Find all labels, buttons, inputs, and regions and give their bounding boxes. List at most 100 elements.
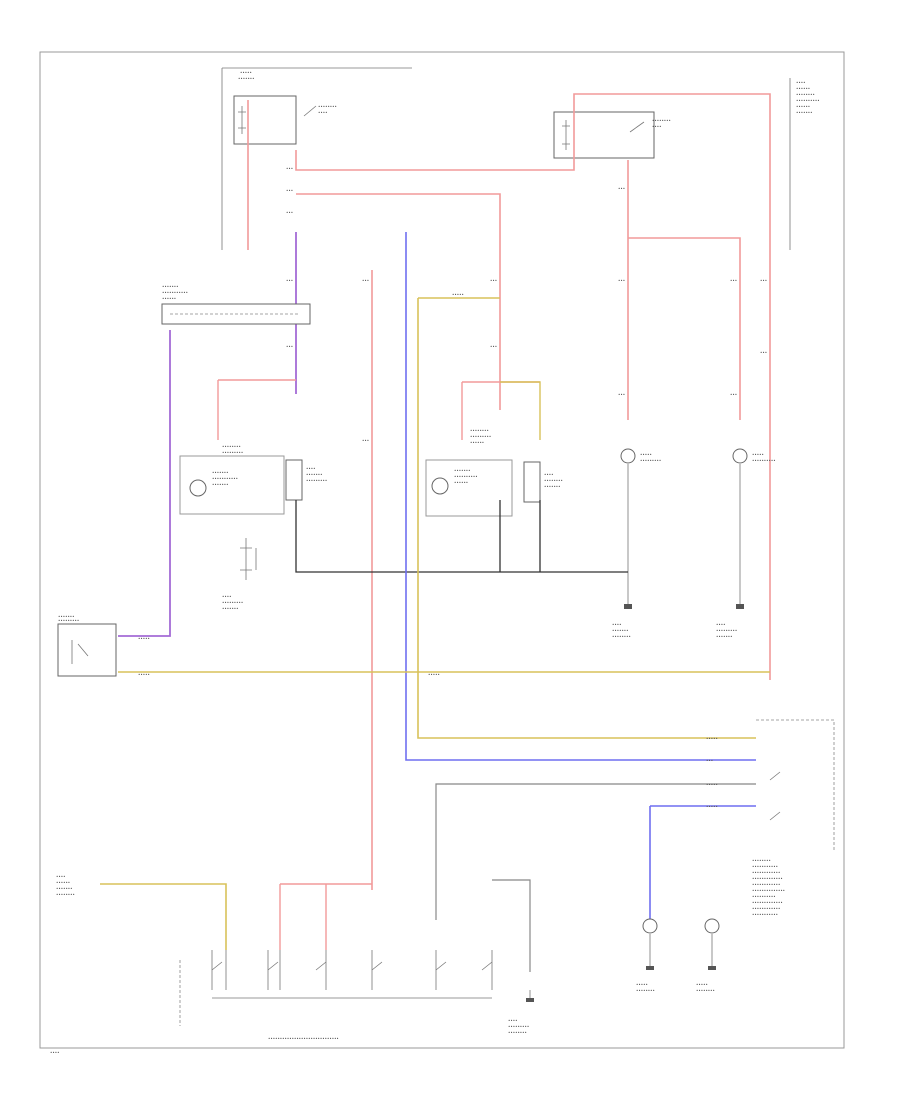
relay-box-right: •••••••• •••• •••• •••••• •••••••• •••••… bbox=[553, 78, 820, 250]
gray-wires bbox=[435, 783, 756, 972]
svg-text:•••: ••• bbox=[618, 186, 625, 191]
svg-text:••••••••: •••••••• bbox=[796, 92, 815, 97]
bulb-icon bbox=[431, 477, 449, 495]
wire-code-labels: ••• ••• ••• ••• ••• ••• ••• ••• ••• ••• … bbox=[50, 166, 767, 1055]
svg-text:•••••••••: ••••••••• bbox=[58, 618, 79, 623]
svg-text:••••••••••: •••••••••• bbox=[454, 474, 478, 479]
svg-text:••••••••••: •••••••••• bbox=[796, 98, 820, 103]
svg-text:•••: ••• bbox=[490, 278, 497, 283]
svg-text:•••••: ••••• bbox=[138, 672, 150, 677]
ground-icon bbox=[736, 604, 744, 609]
svg-text:•••••••••: ••••••••• bbox=[306, 478, 327, 483]
svg-text:•••••••: ••••••• bbox=[612, 628, 629, 633]
svg-text:•••••: ••••• bbox=[752, 452, 764, 457]
svg-text:•••••: ••••• bbox=[640, 452, 652, 457]
svg-text:•••••••: ••••••• bbox=[212, 482, 229, 487]
svg-text:••••••••••••: •••••••••••• bbox=[752, 906, 780, 911]
svg-text:••••••••••••: •••••••••••• bbox=[752, 870, 780, 875]
svg-text:••••••••: •••••••• bbox=[652, 118, 671, 123]
svg-text:••••••: •••••• bbox=[796, 86, 810, 91]
svg-text:•••••: ••••• bbox=[706, 804, 718, 809]
ground-icon bbox=[708, 966, 716, 970]
svg-text:•••: ••• bbox=[286, 188, 293, 193]
svg-text:•••••••••: ••••••••• bbox=[640, 458, 661, 463]
yellow-wires bbox=[100, 297, 770, 950]
svg-text:•••••••••: ••••••••• bbox=[508, 1024, 529, 1029]
svg-text:•••: ••• bbox=[730, 278, 737, 283]
svg-text:•••••: ••••• bbox=[706, 782, 718, 787]
meter-connector: ••••••• ••••••••••• •••••• bbox=[161, 284, 311, 325]
svg-text:•••••••: ••••••• bbox=[716, 634, 733, 639]
svg-text:••••••: •••••• bbox=[56, 880, 70, 885]
svg-text:•••: ••• bbox=[730, 392, 737, 397]
svg-text:•••••: ••••• bbox=[138, 636, 150, 641]
svg-text:•••••••: ••••••• bbox=[544, 484, 561, 489]
svg-text:•••: ••• bbox=[362, 438, 369, 443]
svg-text:••••••: •••••• bbox=[470, 440, 484, 445]
svg-text:•••••••: ••••••• bbox=[222, 606, 239, 611]
svg-text:•••: ••• bbox=[706, 758, 713, 763]
junction-box-left: ••••• ••••••• •••••••• •••• bbox=[221, 67, 412, 250]
svg-text:•••••: ••••• bbox=[240, 70, 252, 75]
svg-text:••••••••: •••••••• bbox=[508, 1030, 527, 1035]
svg-text:••••: •••• bbox=[652, 124, 661, 129]
ground-icon bbox=[624, 604, 632, 609]
bulb-icon bbox=[642, 918, 658, 934]
svg-text:•••: ••• bbox=[286, 166, 293, 171]
bottom-right-lamps: ••••• •••••••• ••••• •••••••• bbox=[636, 918, 720, 993]
svg-text:•••••••••••: ••••••••••• bbox=[752, 864, 778, 869]
svg-text:••••••: •••••• bbox=[162, 296, 176, 301]
svg-text:•••••: ••••• bbox=[706, 736, 718, 741]
svg-text:•••••: ••••• bbox=[636, 982, 648, 987]
svg-text:•••••••••••••: ••••••••••••• bbox=[752, 876, 783, 881]
svg-text:••••: •••• bbox=[306, 466, 315, 471]
svg-text:••••: •••• bbox=[544, 472, 553, 477]
svg-text:••••: •••• bbox=[716, 622, 725, 627]
svg-text:••••••: •••••• bbox=[796, 104, 810, 109]
svg-text:•••: ••• bbox=[760, 350, 767, 355]
ground-icon bbox=[646, 966, 654, 970]
center-lamp-assembly: •••••••• ••••••••• •••••• ••••••• ••••••… bbox=[425, 381, 563, 517]
svg-text:•••••••: ••••••• bbox=[454, 468, 471, 473]
purple-wire bbox=[118, 232, 297, 637]
svg-text:•••••••••••••: ••••••••••••• bbox=[752, 900, 783, 905]
svg-text:•••••: ••••• bbox=[428, 672, 440, 677]
svg-text:•••: ••• bbox=[286, 278, 293, 283]
svg-text:•••••: ••••• bbox=[452, 292, 464, 297]
bulb-icon bbox=[620, 448, 636, 464]
svg-text:•••: ••• bbox=[490, 344, 497, 349]
svg-text:•••••••: ••••••• bbox=[306, 472, 323, 477]
svg-text:••••••••••••••••••••••••••••••: •••••••••••••••••••••••••••••• bbox=[268, 1036, 339, 1041]
svg-text:••••••••••••: •••••••••••• bbox=[752, 882, 780, 887]
blue-wires bbox=[405, 232, 756, 920]
svg-text:•••••••: ••••••• bbox=[58, 614, 75, 619]
svg-text:••••••••••: •••••••••• bbox=[752, 458, 776, 463]
combination-switch: •••••••••••••••••••••••••••••• •••• ••••… bbox=[56, 874, 534, 1041]
red-wires-top bbox=[247, 93, 771, 890]
svg-text:•••••••••: ••••••••• bbox=[470, 434, 491, 439]
svg-text:••••••••: •••••••• bbox=[56, 892, 75, 897]
bulb-icon bbox=[704, 918, 720, 934]
svg-text:•••: ••• bbox=[286, 344, 293, 349]
svg-text:•••••••••••: ••••••••••• bbox=[212, 476, 238, 481]
svg-text:••••: •••• bbox=[222, 594, 231, 599]
svg-text:••••••••: •••••••• bbox=[544, 478, 563, 483]
dimmer-switch: ••••••• ••••••••• bbox=[57, 614, 117, 677]
svg-text:•••••••: ••••••• bbox=[796, 110, 813, 115]
svg-text:•••••••••: ••••••••• bbox=[222, 600, 243, 605]
left-lamp-assembly: •••• •••• ••••••••• ••••••• ••••••••••• •… bbox=[179, 379, 327, 611]
svg-text:•••••••: ••••••• bbox=[212, 470, 229, 475]
svg-text:••••: •••• bbox=[318, 110, 327, 115]
svg-text:•••: ••• bbox=[618, 392, 625, 397]
ground-icon bbox=[526, 998, 534, 1002]
svg-text:•••: ••• bbox=[362, 278, 369, 283]
bulb-icon bbox=[189, 479, 207, 497]
svg-text:•••••••: ••••••• bbox=[162, 284, 179, 289]
bulb-icon bbox=[732, 448, 748, 464]
svg-text:••••••••••••••: •••••••••••••• bbox=[752, 888, 785, 893]
svg-text:••••••••: •••••••• bbox=[636, 988, 655, 993]
svg-text:••••••••: •••••••• bbox=[752, 858, 771, 863]
diagram-frame bbox=[39, 51, 845, 1049]
svg-text:••••••••: •••••••• bbox=[696, 988, 715, 993]
svg-text:••••••••••: •••••••••• bbox=[752, 894, 776, 899]
